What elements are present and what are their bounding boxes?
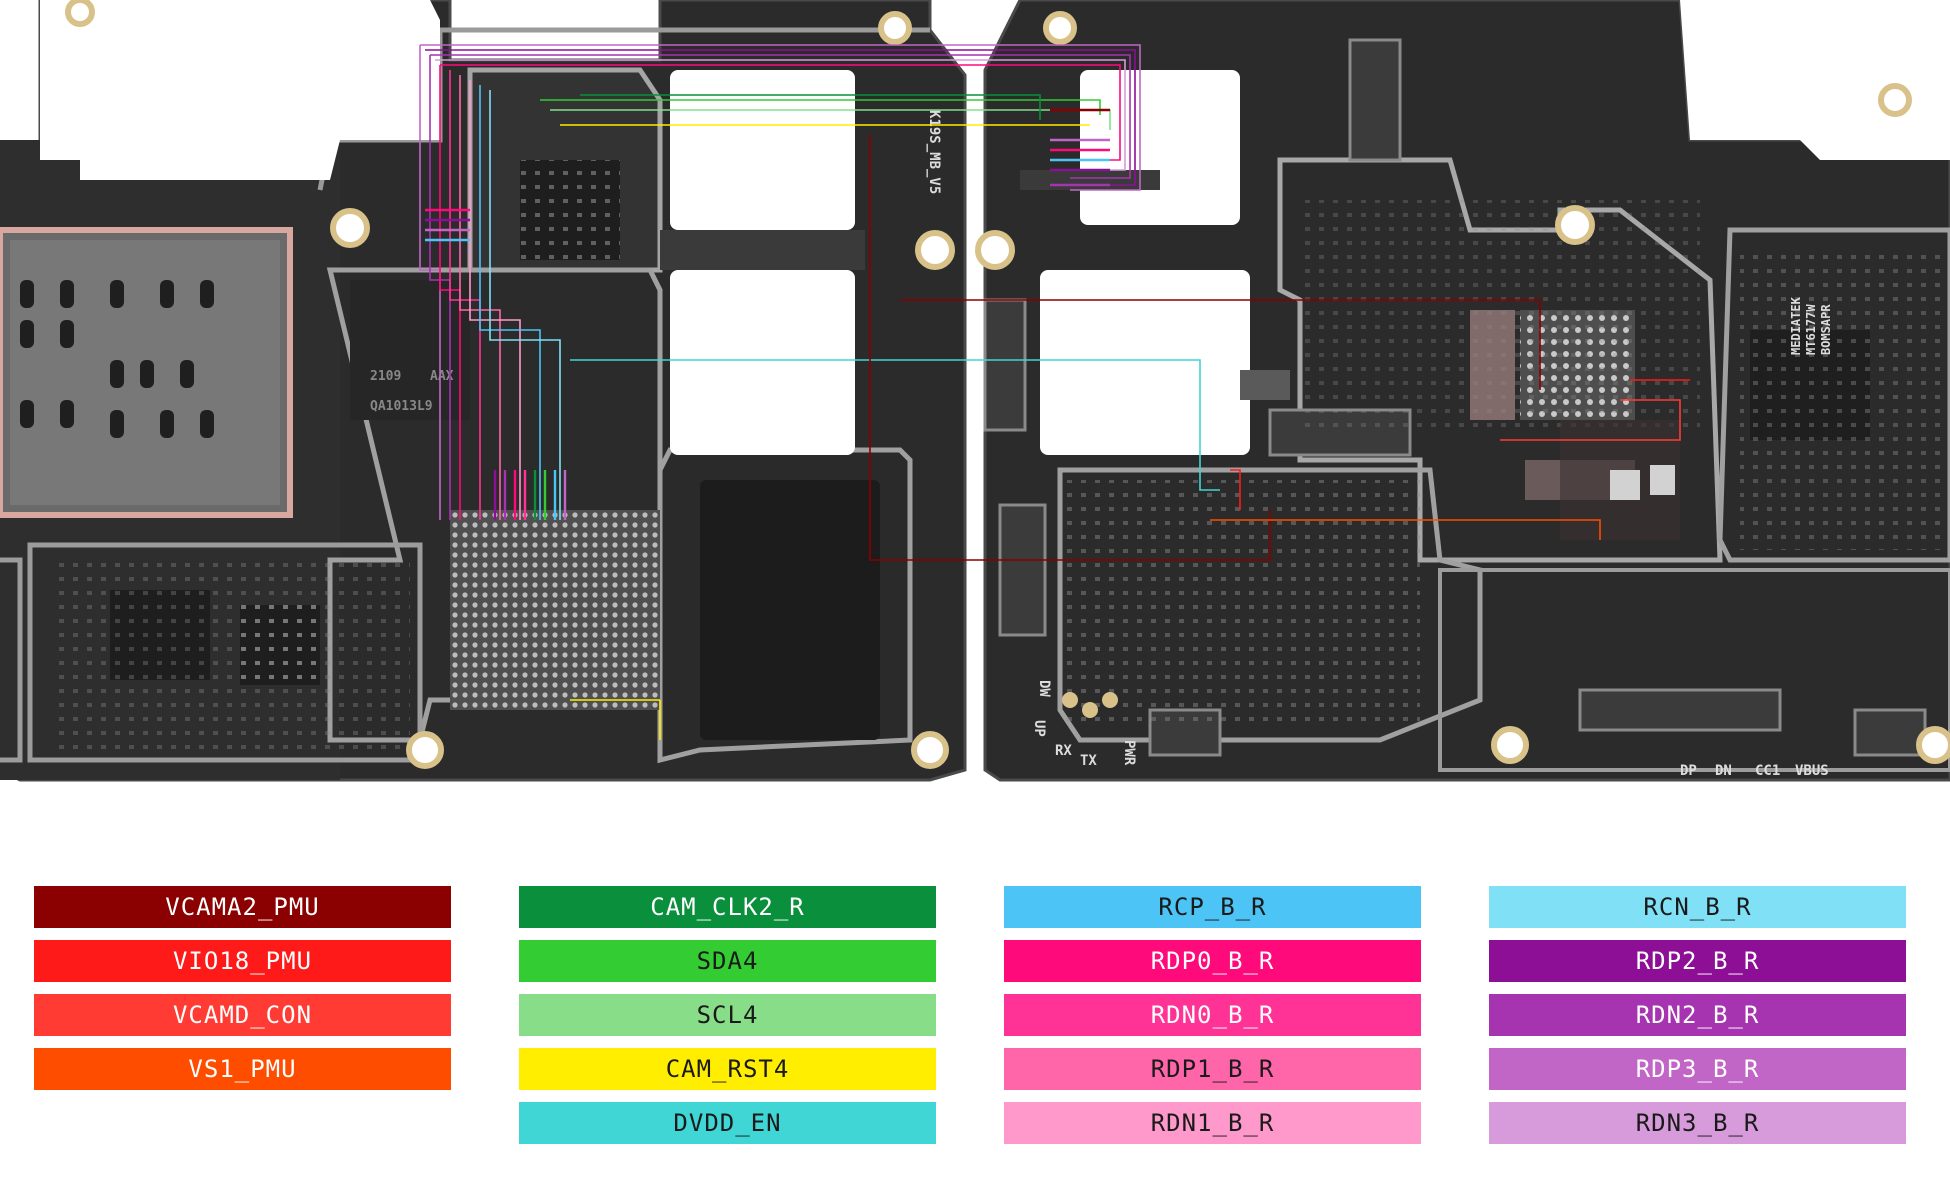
legend-label: RDN2_B_R [1635,1001,1760,1029]
legend-label: RDN3_B_R [1635,1109,1760,1137]
label-rx: RX [1055,743,1072,759]
pcb-board-diagram: K19S_MB_V5 [0,0,1950,782]
label-tx: TX [1080,753,1097,769]
legend-vs1-pmu: VS1_PMU [34,1048,451,1090]
legend-rcp-b-r: RCP_B_R [1004,886,1421,928]
label-dn: DN [1715,763,1732,779]
legend-sda4: SDA4 [519,940,936,982]
legend-label: RCN_B_R [1643,893,1752,921]
legend-rcn-b-r: RCN_B_R [1489,886,1906,928]
legend-label: VIO18_PMU [172,947,313,975]
signal-traces [419,44,1690,740]
legend-label: VCAMA2_PMU [165,893,320,921]
label-cc1: CC1 [1755,763,1780,779]
board-label-left: K19S_MB_V5 [926,110,942,194]
signal-legend: VCAMA2_PMU VIO18_PMU VCAMD_CON VS1_PMU C… [0,880,1950,1170]
legend-rdp2-b-r: RDP2_B_R [1489,940,1906,982]
legend-label: DVDD_EN [673,1109,782,1137]
legend-label: VS1_PMU [188,1055,297,1083]
legend-cam-clk2-r: CAM_CLK2_R [519,886,936,928]
label-up: UP [1031,720,1047,737]
legend-label: RDN1_B_R [1150,1109,1275,1137]
left-board: K19S_MB_V5 [0,0,1072,782]
label-dw: DW [1036,680,1052,697]
legend-label: CAM_CLK2_R [650,893,805,921]
legend-rdn0-b-r: RDN0_B_R [1004,994,1421,1036]
legend-label: RDP2_B_R [1635,947,1760,975]
chip-mark-qa1013l9: QA1013L9 [370,399,433,414]
legend-dvdd-en: DVDD_EN [519,1102,936,1144]
legend-vio18-pmu: VIO18_PMU [34,940,451,982]
label-pwr: PWR [1121,740,1137,766]
legend-cam-rst4: CAM_RST4 [519,1048,936,1090]
legend-rdn1-b-r: RDN1_B_R [1004,1102,1421,1144]
legend-rdn2-b-r: RDN2_B_R [1489,994,1906,1036]
legend-label: RDN0_B_R [1150,1001,1275,1029]
legend-vcamd-con: VCAMD_CON [34,994,451,1036]
legend-label: RDP1_B_R [1150,1055,1275,1083]
legend-rdp0-b-r: RDP0_B_R [1004,940,1421,982]
label-dp: DP [1680,763,1697,779]
legend-label: SDA4 [696,947,759,975]
legend-label: RDP3_B_R [1635,1055,1760,1083]
chip-mark-aax: AAX [430,369,454,384]
chip-mark-mt6177w: MT6177W [1804,304,1818,355]
legend-vcama2-pmu: VCAMA2_PMU [34,886,451,928]
label-vbus: VBUS [1795,763,1829,779]
legend-label: VCAMD_CON [172,1001,313,1029]
legend-rdp1-b-r: RDP1_B_R [1004,1048,1421,1090]
chip-mark-mediatek: MEDIATEK [1789,296,1803,355]
legend-label: CAM_RST4 [665,1055,790,1083]
legend-label: RCP_B_R [1158,893,1267,921]
legend-label: RDP0_B_R [1150,947,1275,975]
chip-mark-bomsapr: BOMSAPR [1819,304,1833,355]
legend-scl4: SCL4 [519,994,936,1036]
chip-mark-2109: 2109 [370,369,401,384]
legend-rdp3-b-r: RDP3_B_R [1489,1048,1906,1090]
legend-rdn3-b-r: RDN3_B_R [1489,1102,1906,1144]
legend-label: SCL4 [696,1001,759,1029]
